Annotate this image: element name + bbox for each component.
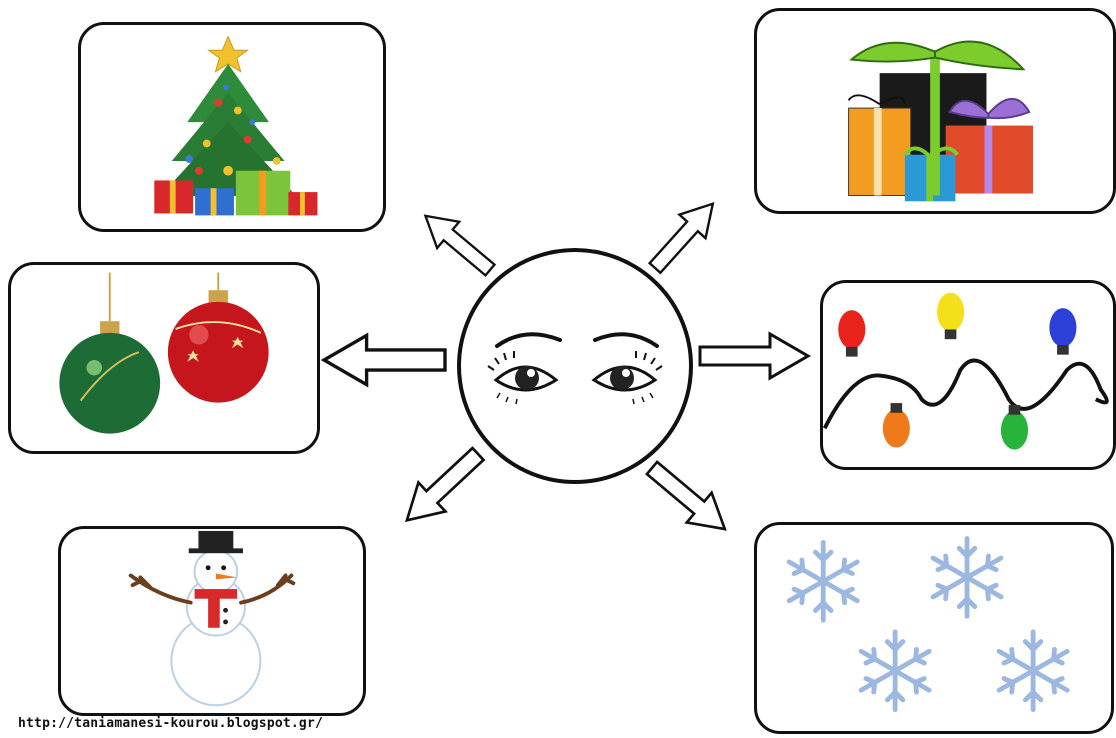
arrow-to-snowman [392, 438, 493, 537]
card-ornaments [8, 262, 320, 454]
christmas-tree-icon [154, 35, 318, 216]
snowman-icon [128, 530, 296, 707]
credit-url: http://taniamanesi-kourou.blogspot.gr/ [18, 716, 324, 731]
center-face [457, 248, 693, 484]
card-snowman [58, 526, 366, 716]
card-snowflakes [754, 522, 1114, 734]
right-eye-icon [591, 351, 663, 405]
card-christmas-lights [820, 280, 1116, 470]
card-gifts [754, 8, 1116, 214]
christmas-ornaments-icon [59, 272, 269, 434]
arrow-to-tree [413, 201, 503, 285]
arrow-to-lights [698, 332, 810, 380]
snowflake-icon [861, 632, 929, 710]
card-christmas-tree [78, 22, 386, 232]
left-eye-icon [487, 351, 559, 405]
gift-boxes-icon [847, 40, 1034, 202]
arrow-to-gifts [640, 190, 728, 281]
snowflakes-icon [757, 525, 1111, 731]
arrow-to-snowflakes [638, 451, 739, 546]
snowflake-icon [933, 539, 1001, 617]
christmas-lights-icon [823, 292, 1109, 450]
snowflake-icon [789, 542, 857, 620]
arrow-to-ornaments [322, 333, 447, 387]
snowflake-icon [999, 632, 1067, 710]
